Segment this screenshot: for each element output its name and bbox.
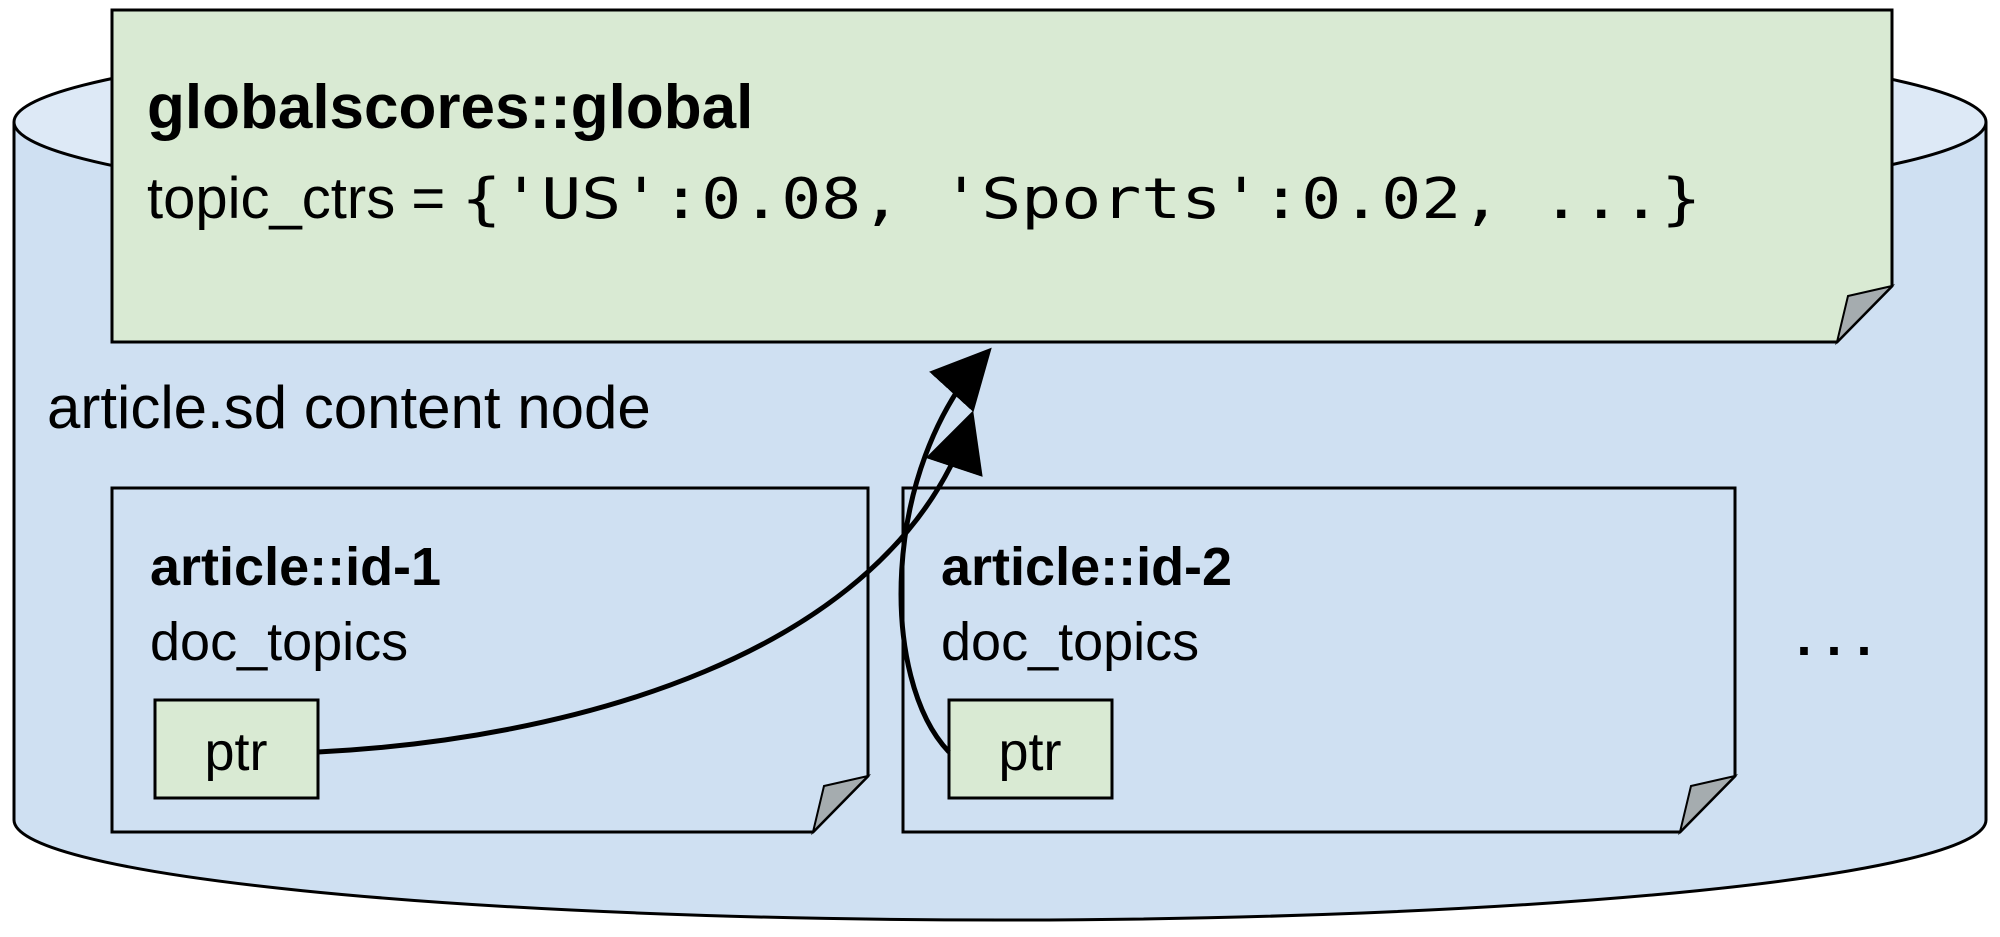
global-document-field: topic_ctrs = {'US':0.08, 'Sports':0.02, …: [147, 166, 1701, 232]
pointer-label-2: ptr: [998, 722, 1061, 782]
global-document-fold: [1835, 284, 1896, 346]
document-1-title: article::id-1: [150, 537, 441, 597]
document-2-title: article::id-2: [941, 537, 1232, 597]
pointer-label-1: ptr: [204, 722, 267, 782]
pointer-arrow-1: [317, 410, 983, 755]
global-document-title: globalscores::global: [147, 73, 753, 142]
more-documents-indicator: . . .: [1796, 607, 1871, 667]
global-document: globalscores::global topic_ctrs = {'US':…: [110, 8, 1896, 346]
document-1-pointer: ptr: [153, 698, 320, 800]
document-1-field: doc_topics: [150, 612, 408, 672]
pointer-box-2: [947, 698, 1114, 800]
document-2-field: doc_topics: [941, 612, 1199, 672]
global-document-field-name: topic_ctrs =: [147, 166, 461, 231]
pointer-arrow-2: [898, 347, 992, 754]
document-card-1: article::id-1 doc_topics ptr: [110, 486, 872, 836]
global-document-field-value: {'US':0.08, 'Sports':0.02, ...}: [461, 167, 1701, 232]
document-card-1-fold: [811, 774, 872, 836]
pointer-box-1: [153, 698, 320, 800]
document-card-2: article::id-2 doc_topics ptr: [901, 486, 1739, 836]
document-card-2-fold: [1678, 774, 1739, 836]
content-node-label: article.sd content node: [47, 374, 651, 441]
document-2-pointer: ptr: [947, 698, 1114, 800]
